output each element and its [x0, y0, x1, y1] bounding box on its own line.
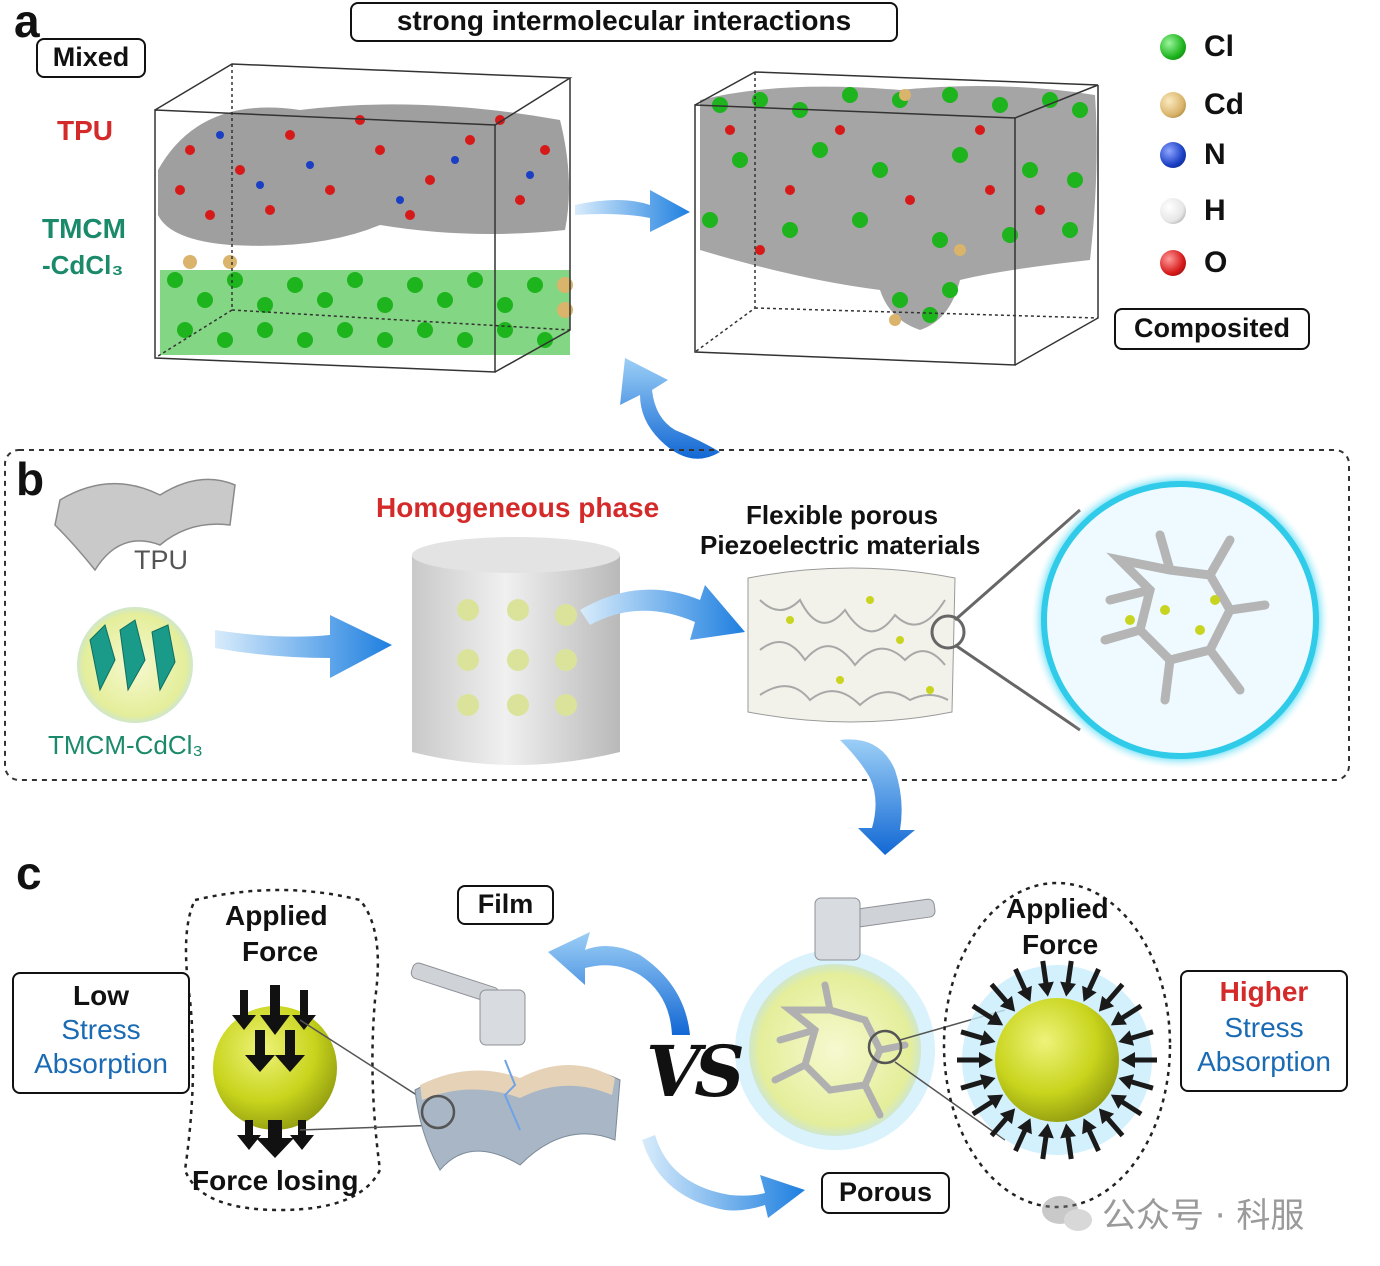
wechat-icon — [1042, 1196, 1092, 1231]
porous-cylinder — [747, 567, 966, 723]
legend-label-cl: Cl — [1204, 30, 1234, 63]
inward-force-arrowhead — [1098, 995, 1115, 1012]
inward-force-arrowhead — [1110, 1011, 1127, 1026]
arrow-to-porous-label — [642, 1135, 805, 1218]
legend-item-n: N — [1160, 138, 1226, 172]
legend-label-o: O — [1204, 246, 1228, 279]
right-applied-force-line1: Applied — [1006, 893, 1109, 924]
higher-stress-box: Higher Stress Absorption — [1180, 970, 1348, 1092]
higher-label: Higher — [1219, 976, 1309, 1007]
inward-force-arrowhead — [1017, 985, 1032, 1002]
low-stress-label: Stress — [61, 1014, 141, 1045]
inward-force-arrowhead — [1118, 1074, 1135, 1090]
inward-force-arrowhead — [987, 1011, 1004, 1026]
inward-force-arrowhead — [1082, 985, 1097, 1002]
legend-label-h: H — [1204, 194, 1226, 227]
cl-atom-icon — [1160, 34, 1186, 60]
arrow-mixed-to-composited — [575, 190, 690, 232]
higher-stress-label: Stress — [1224, 1012, 1304, 1043]
legend-item-h: H — [1160, 194, 1226, 228]
hammer-left — [410, 962, 526, 1046]
cdcl3-layer-atoms — [167, 272, 553, 348]
inward-force-arrowhead — [1121, 1052, 1135, 1068]
low-absorption-label: Absorption — [34, 1048, 168, 1079]
arrow-to-film — [548, 932, 690, 1035]
zoom-circle-porous-structure — [1030, 470, 1330, 770]
flexible-porous-label-line1: Flexible porous — [746, 500, 939, 530]
left-applied-force-line1: Applied — [225, 900, 328, 931]
inward-force-arrowhead — [1082, 1118, 1097, 1135]
homogeneous-cylinder — [412, 537, 620, 765]
inward-force-arrowhead — [999, 1108, 1016, 1125]
right-dashed-region — [942, 881, 1172, 1209]
force-losing-label: Force losing — [192, 1165, 359, 1196]
inward-force-arrowhead — [1118, 1030, 1135, 1046]
left-dashed-region — [183, 888, 382, 1212]
tpu-sheet — [54, 478, 236, 572]
panel-a-title: strong intermolecular interactions — [350, 2, 898, 42]
porous-glow-ball — [735, 950, 935, 1150]
tpu-atoms — [175, 115, 550, 220]
panel-letter-c: c — [16, 847, 42, 899]
o-atom-icon — [1160, 250, 1186, 276]
vs-label: VS — [646, 1030, 745, 1113]
flexible-porous-label-line2: Piezoelectric materials — [700, 530, 981, 560]
inward-force-arrowhead — [1060, 1123, 1077, 1139]
low-stress-box: Low Stress Absorption — [12, 972, 190, 1094]
inward-force-arrowhead — [1110, 1094, 1127, 1109]
n-atom-icon — [1160, 142, 1186, 168]
inward-force-arrowhead — [999, 995, 1016, 1012]
mixed-label: Mixed — [36, 38, 146, 78]
arrow-to-homogeneous — [215, 615, 392, 678]
legend-label-n: N — [1204, 138, 1226, 171]
force-arrows-down — [232, 985, 316, 1158]
watermark-text: 公众号 · 科服 — [1102, 1196, 1305, 1236]
inward-force-arrowhead — [987, 1094, 1004, 1109]
cd-atom-icon — [1160, 92, 1186, 118]
inward-force-arrowhead — [1037, 1123, 1054, 1139]
tmcm-label-a-line1: TMCM — [42, 213, 126, 244]
legend-item-o: O — [1160, 246, 1227, 280]
panel-letter-b: b — [16, 453, 45, 505]
homogeneous-phase-label: Homogeneous phase — [376, 492, 660, 523]
tmcm-crystal-shapes — [89, 619, 176, 692]
h-atom-icon — [1160, 198, 1186, 224]
composited-cl-atoms — [702, 87, 1088, 323]
arrow-b-to-a — [620, 358, 720, 459]
inward-force-arrowhead — [1098, 1108, 1115, 1125]
hammer-right — [814, 897, 936, 961]
legend-item-cl: Cl — [1160, 30, 1234, 64]
left-applied-force-line2: Force — [242, 936, 319, 967]
inward-force-arrowhead — [979, 1074, 996, 1090]
composited-simulation-box — [694, 71, 1099, 366]
low-label: Low — [73, 980, 129, 1011]
porous-label: Porous — [821, 1172, 950, 1214]
inward-force-arrowhead — [1017, 1118, 1032, 1135]
right-yellow-ball — [995, 998, 1119, 1122]
panel-letter-a: a — [14, 0, 40, 47]
panel-b-frame — [4, 449, 1350, 781]
inward-force-arrowhead — [979, 1030, 996, 1046]
higher-absorption-label: Absorption — [1197, 1046, 1331, 1077]
tpu-label-b: TPU — [134, 545, 188, 575]
inward-force-arrowhead — [1037, 981, 1054, 997]
film-label: Film — [457, 885, 554, 925]
left-yellow-ball — [213, 1006, 337, 1130]
arrow-to-porous — [580, 585, 745, 640]
tmcm-label-a-line2: -CdCl₃ — [42, 250, 124, 280]
inward-force-arrowhead — [1060, 981, 1077, 997]
legend-label-cd: Cd — [1204, 88, 1244, 121]
tpu-label-a: TPU — [57, 115, 113, 146]
tmcm-label-b: TMCM-CdCl₃ — [48, 730, 204, 760]
force-arrows-radial — [957, 960, 1157, 1160]
arrow-b-to-c — [840, 739, 915, 855]
legend-item-cd: Cd — [1160, 88, 1244, 122]
composited-label: Composited — [1114, 308, 1310, 350]
right-applied-force-line2: Force — [1022, 929, 1099, 960]
mixed-simulation-box — [154, 63, 573, 373]
inward-force-arrowhead — [979, 1052, 993, 1068]
